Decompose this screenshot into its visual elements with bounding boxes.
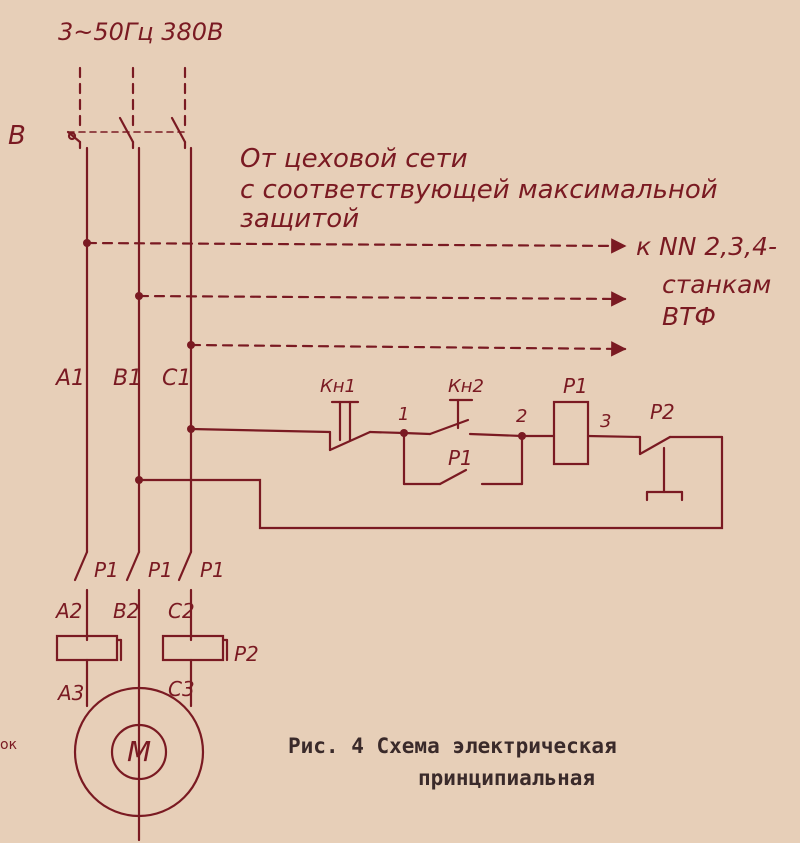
motor-label: M <box>127 735 152 768</box>
breaker-label: В <box>8 121 26 151</box>
motor <box>73 686 205 818</box>
network-note-line-3: защитой <box>240 204 360 234</box>
hold-contact-p1 <box>402 431 524 486</box>
phase-label-b1: B1 <box>113 366 143 391</box>
contactor-label-a: P1 <box>94 558 119 582</box>
node-2: 2 <box>516 406 528 427</box>
caption-line-2: принципиальная <box>418 766 596 790</box>
network-note-line-1: От цеховой сети <box>240 144 468 174</box>
contactor-label-b: P1 <box>148 558 173 582</box>
control-circuit <box>137 398 724 530</box>
phase-label-a3: A3 <box>58 681 85 705</box>
feed-note-line-2: станкам <box>662 270 772 299</box>
phase-label-b2: B2 <box>113 599 140 623</box>
phase-label-a2: A2 <box>56 599 83 623</box>
feed-note-line-3: ВТФ <box>662 302 716 331</box>
thermal-relay-label: P2 <box>234 642 259 666</box>
contactor-main-contacts <box>73 550 193 842</box>
caption-line-1: Рис. 4 Схема электрическая <box>288 734 617 758</box>
edge-fragment-text: ок <box>0 737 18 753</box>
phase-label-c2: C2 <box>168 599 195 623</box>
contactor-label-c: P1 <box>200 558 225 582</box>
feed-note-line-1: к NN 2,3,4- <box>636 232 778 261</box>
node-3: 3 <box>600 411 612 432</box>
stop-button-label: Кн1 <box>320 376 356 397</box>
thermal-contact-label: P2 <box>650 400 675 424</box>
supply-label: 3~50Гц 380В <box>58 18 224 46</box>
coil-p1 <box>520 400 642 466</box>
phase-label-a1: A1 <box>56 366 86 391</box>
coil-label: P1 <box>563 374 588 398</box>
stop-button-kn1 <box>328 400 406 452</box>
network-note-line-2: с соответствующей максимальной <box>240 175 718 205</box>
node-1: 1 <box>398 404 410 425</box>
phase-lines <box>85 146 193 554</box>
feeder-lines <box>85 238 627 357</box>
thermal-contact-p2 <box>638 435 724 502</box>
start-button-label: Кн2 <box>448 376 484 397</box>
junction-dots <box>83 239 526 484</box>
phase-label-c3: C3 <box>168 677 195 701</box>
start-button-kn2 <box>402 398 524 438</box>
thermal-relay-heaters <box>55 634 229 708</box>
main-breaker-b <box>66 116 187 150</box>
phase-label-c1: C1 <box>162 366 192 391</box>
hold-contact-label: P1 <box>448 446 473 470</box>
incoming-supply-lines <box>78 66 187 130</box>
